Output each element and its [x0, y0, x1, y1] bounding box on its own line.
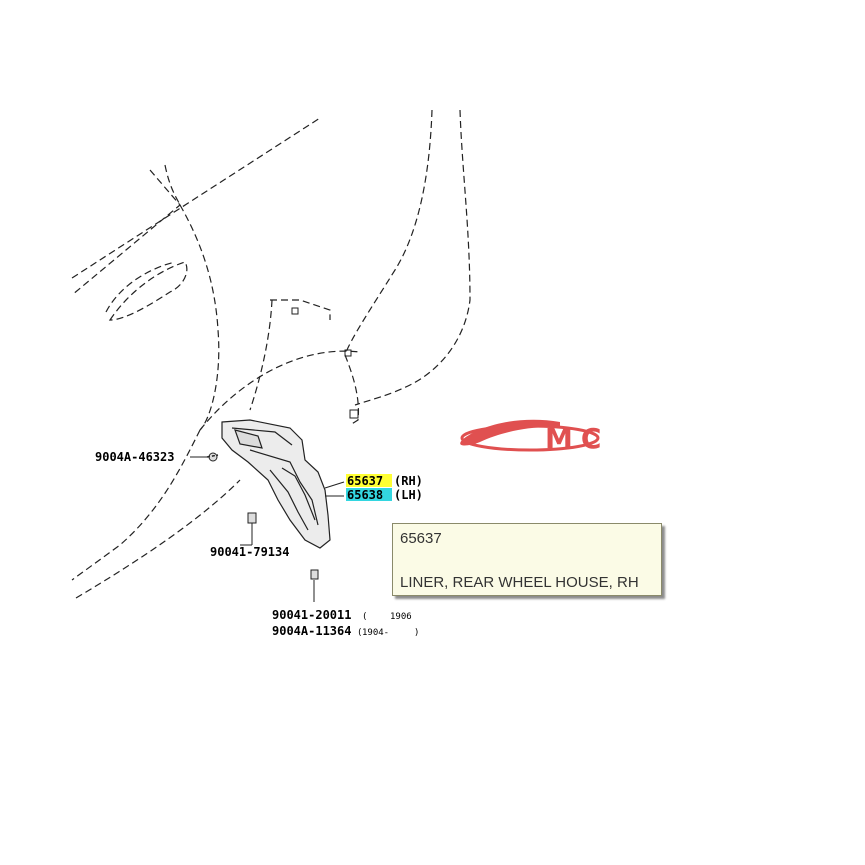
part-label-90041-79134[interactable]: 90041-79134 [210, 545, 289, 559]
part-label-65637-side: (RH) [394, 474, 423, 488]
tooltip-part-number: 65637 [400, 530, 442, 547]
part-label-paren-close-2: ) [414, 628, 419, 638]
fastener-clip-upper [206, 452, 219, 462]
wheel-house-liner-drawing [221, 419, 331, 549]
tooltip-description: LINER, REAR WHEEL HOUSE, RH [400, 574, 639, 591]
part-label-paren-open-1: ( [362, 612, 367, 622]
part-label-65638[interactable]: 65638 [347, 488, 383, 502]
logo-text: MC [545, 422, 609, 455]
highlight-65637 [346, 474, 392, 487]
part-label-paren-open-2: ( [357, 628, 362, 638]
fastener-clip-lower [240, 512, 257, 546]
part-tooltip: 65637 LINER, REAR WHEEL HOUSE, RH [392, 523, 662, 596]
leader-lines [190, 456, 345, 497]
cmc-logo-watermark: MC [460, 419, 609, 455]
part-label-9004A-46323[interactable]: 9004A-46323 [95, 450, 174, 464]
fastener-screw [310, 569, 319, 602]
part-label-65637[interactable]: 65637 [347, 474, 383, 488]
part-label-65638-side: (LH) [394, 488, 423, 502]
highlight-65638 [346, 488, 392, 501]
part-label-note-1904: 1904- [362, 628, 389, 638]
part-label-90041-20011[interactable]: 90041-20011 [272, 608, 351, 622]
body-clip-marks [291, 307, 359, 419]
part-label-9004A-11364[interactable]: 9004A-11364 [272, 624, 351, 638]
vehicle-body-outline [71, 109, 471, 599]
part-label-note-1906: 1906 [390, 612, 412, 622]
